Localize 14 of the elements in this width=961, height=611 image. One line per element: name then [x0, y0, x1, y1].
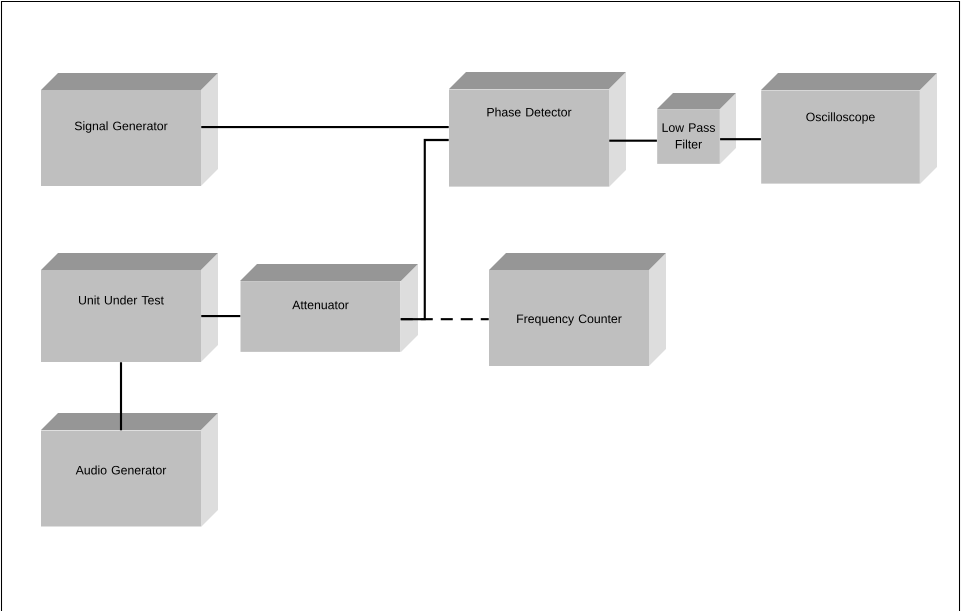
- block-box: Low Pass Filter: [657, 93, 736, 164]
- connector-line: [609, 140, 657, 142]
- connector-line: [201, 126, 449, 128]
- block-box: Frequency Counter: [489, 253, 666, 366]
- block-box: Unit Under Test: [41, 253, 218, 362]
- connector-line: [400, 318, 489, 320]
- connector-line: [720, 138, 761, 140]
- block-box: Audio Generator: [41, 413, 218, 527]
- block-box: Phase Detector: [449, 72, 626, 187]
- block-box: Attenuator: [240, 264, 418, 352]
- block-box: Signal Generator: [41, 73, 218, 186]
- connector-line: [120, 362, 122, 430]
- block-box: Oscilloscope: [761, 73, 937, 184]
- connector-line: [201, 314, 240, 318]
